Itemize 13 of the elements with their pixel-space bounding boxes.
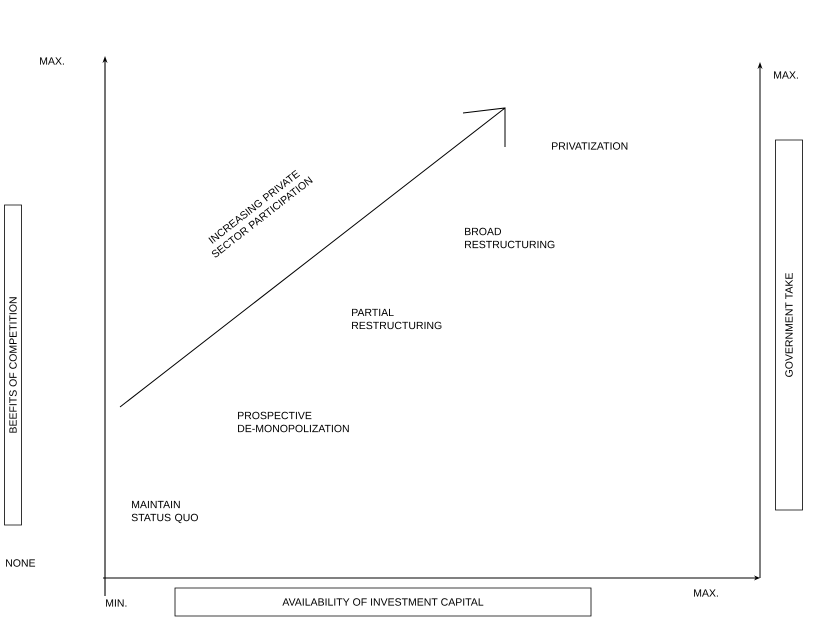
- axis-label: NONE: [6, 559, 36, 567]
- stage-label: PRIVATIZATION: [552, 142, 628, 150]
- axis-label: MAX.: [40, 57, 64, 65]
- stage-label: PROSPECTIVE DE-MONOPOLIZATION: [238, 412, 349, 432]
- axis-label: MAX.: [774, 71, 798, 79]
- axis-label: MAX.: [694, 589, 718, 597]
- stage-label: BROAD RESTRUCTURING: [465, 228, 554, 248]
- axis-label: MIN.: [106, 599, 126, 607]
- axis-title-box: AVAILABILITY OF INVESTMENT CAPITAL: [174, 588, 592, 616]
- stage-label: PARTIAL RESTRUCTURING: [352, 308, 442, 330]
- axis-title-box: BEEFITS OF COMPETITION: [4, 204, 22, 526]
- stage-label: MAINTAIN STATUS QUO: [132, 500, 198, 524]
- axis-title-box: GOVERNMENT TAKE: [775, 140, 803, 510]
